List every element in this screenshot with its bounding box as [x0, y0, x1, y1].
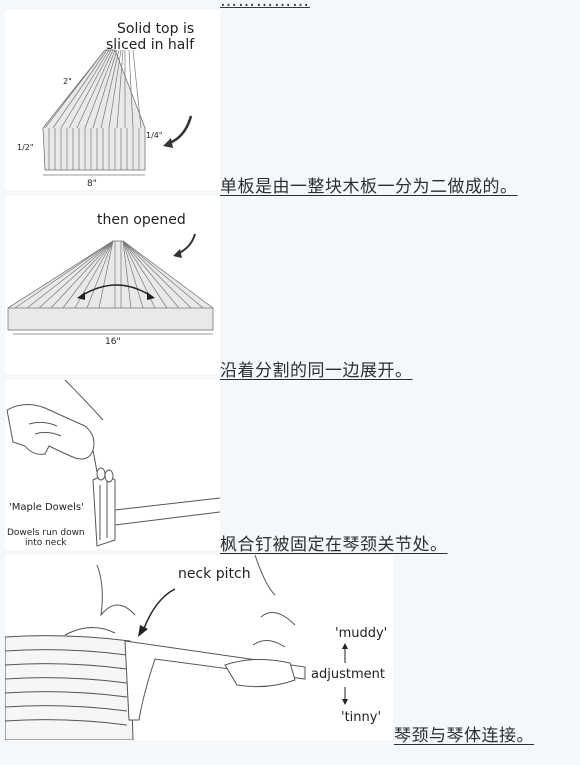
- neck-joint-drawing: [92, 467, 220, 547]
- label-adjustment: adjustment: [311, 667, 385, 682]
- figure-label-line1: Solid top is: [117, 21, 194, 37]
- label-run-down-1: Dowels run down: [7, 528, 85, 538]
- hands-drawing: [64, 555, 296, 636]
- caption-step-4: 琴颈与琴体连接。: [394, 726, 534, 746]
- caption-step-3: 枫合钉被固定在琴颈关节处。: [220, 535, 448, 555]
- dim-height: 1/2": [17, 143, 34, 152]
- dim-top: 2": [63, 77, 72, 86]
- dim-length: 16": [105, 337, 121, 347]
- dim-thickness: 1/4": [146, 131, 163, 140]
- label-maple-dowels: 'Maple Dowels': [9, 502, 84, 513]
- hand-drawing: [6, 380, 104, 473]
- label-run-down-2: into neck: [25, 538, 67, 548]
- illustration-then-opened: then opened 16": [5, 196, 220, 374]
- figure-label: then opened: [97, 212, 186, 228]
- guitar-body-drawing: [5, 635, 306, 740]
- caption-step-2: 沿着分割的同一边展开。: [220, 361, 413, 381]
- illustration-solid-top-sliced: Solid top is sliced in half 8" 1/4" 1/2": [5, 10, 220, 190]
- opened-board-drawing: [7, 240, 214, 335]
- caption-step-1: 单板是由一整块木板一分为二做成的。: [220, 177, 518, 197]
- label-muddy: 'muddy': [335, 626, 387, 641]
- illustration-maple-dowels: 'Maple Dowels' Dowels run down into neck: [5, 380, 220, 550]
- dim-length: 8": [87, 179, 97, 189]
- figure-label-line2: sliced in half: [106, 37, 195, 53]
- sliced-board-drawing: [42, 49, 146, 176]
- cut-off-text-line: ……………: [220, 0, 555, 9]
- label-tinny: 'tinny': [341, 710, 381, 725]
- label-neck-pitch: neck pitch: [178, 566, 251, 582]
- illustration-neck-pitch: neck pitch 'muddy' adjustment 'tinny': [5, 555, 393, 740]
